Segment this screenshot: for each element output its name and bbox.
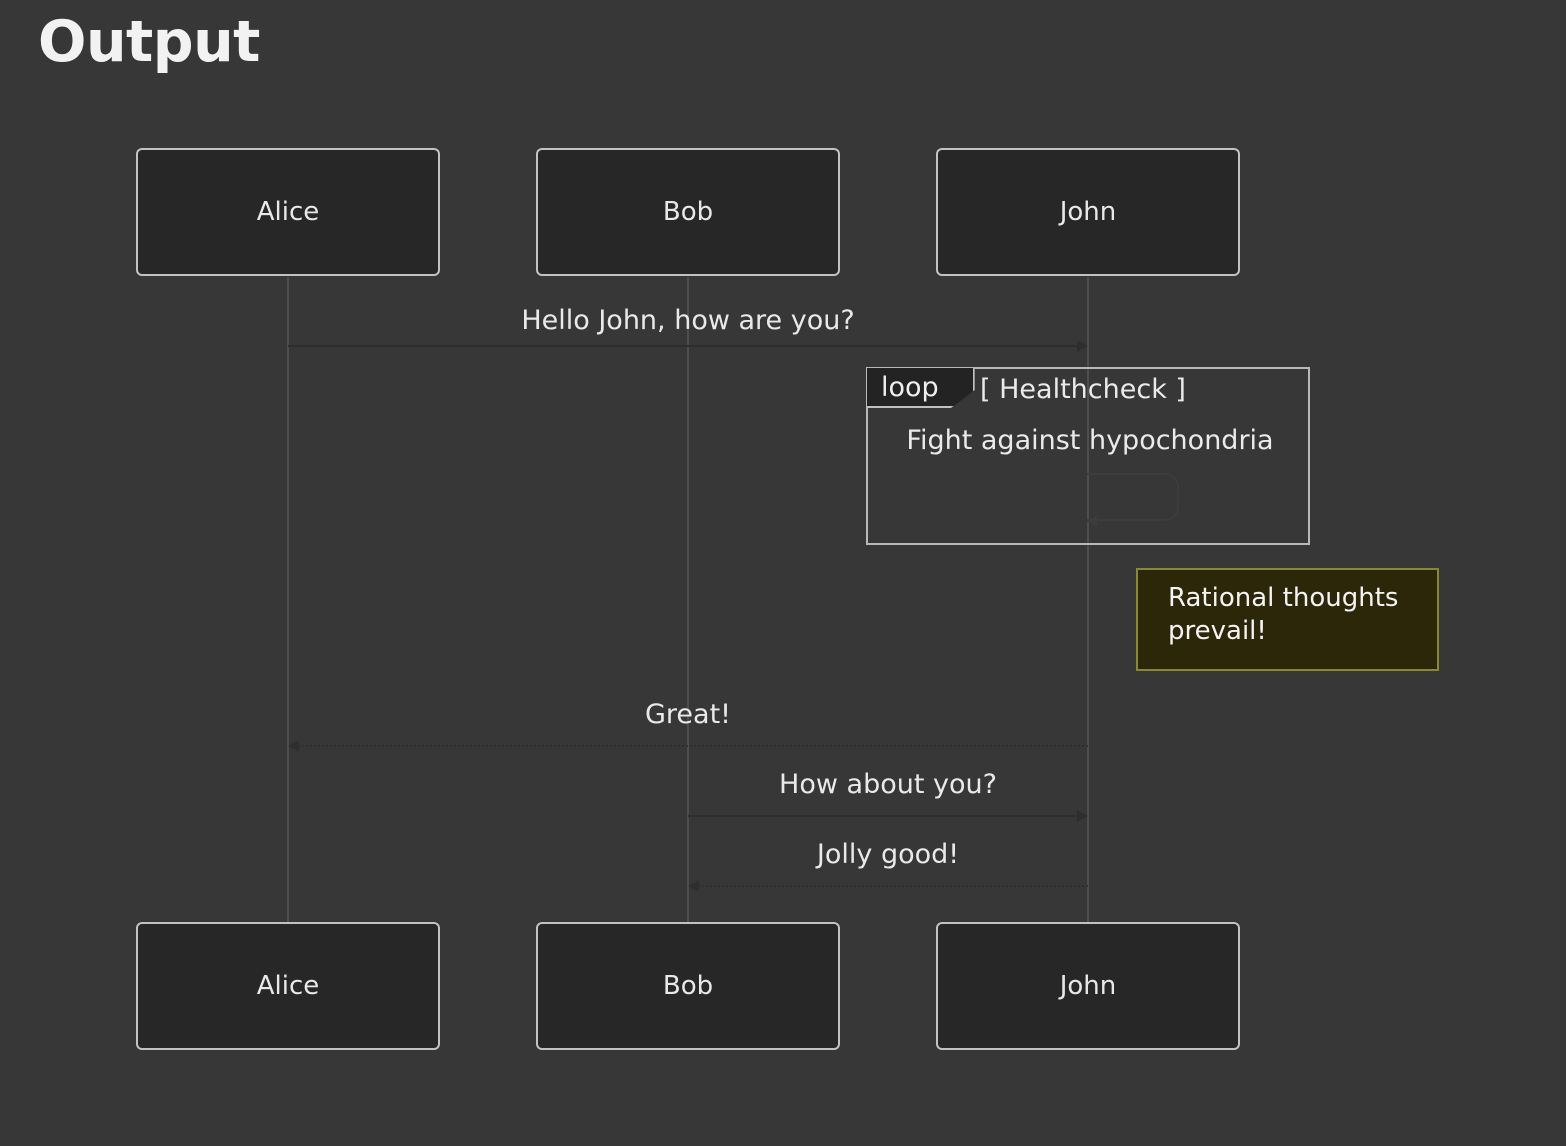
lifeline-alice [287,277,289,923]
arrow-head-jolly-good [688,880,699,892]
note-text: Rational thoughts prevail! [1168,583,1399,647]
actor-box-alice-bottom[interactable]: Alice [136,922,440,1050]
actor-label-bob-top: Bob [662,197,714,227]
message-line-jolly-good [699,885,1088,887]
actor-box-john-top[interactable]: John [936,148,1240,276]
loop-tab-label: loop [881,371,939,403]
actor-box-bob-bottom[interactable]: Bob [536,922,840,1050]
note-right-of-john: Rational thoughts prevail! [1136,568,1439,671]
message-label-great: Great! [645,699,731,730]
arrow-head-hello-john [1077,340,1088,352]
loop-inner-message-label: Fight against hypochondria [906,425,1274,456]
arrow-head-how-about-you [1077,810,1088,822]
loop-frame: loop [ Healthcheck ] Fight against hypoc… [866,367,1310,545]
arrow-head-great [288,740,299,752]
loop-title: [ Healthcheck ] [980,374,1186,405]
actor-label-john-top: John [1059,197,1117,227]
message-label-how-about-you: How about you? [779,769,997,800]
page-title: Output [38,9,260,75]
actor-label-alice-top: Alice [256,197,320,227]
message-label-jolly-good: Jolly good! [816,839,960,870]
actor-label-alice-bottom: Alice [256,971,320,1001]
message-line-hello-john [288,345,1077,347]
actor-label-john-bottom: John [1059,971,1117,1001]
message-line-how-about-you [688,815,1077,817]
self-loop-arrow-head [1086,515,1097,527]
actor-box-john-bottom[interactable]: John [936,922,1240,1050]
loop-tab: loop [867,368,975,408]
message-line-great [299,745,1088,747]
lifeline-john [1087,277,1089,923]
self-loop-arrow [1087,473,1179,521]
actor-box-alice-top[interactable]: Alice [136,148,440,276]
lifeline-bob [687,277,689,923]
message-label-hello-john: Hello John, how are you? [521,305,855,336]
actor-label-bob-bottom: Bob [662,971,714,1001]
actor-box-bob-top[interactable]: Bob [536,148,840,276]
